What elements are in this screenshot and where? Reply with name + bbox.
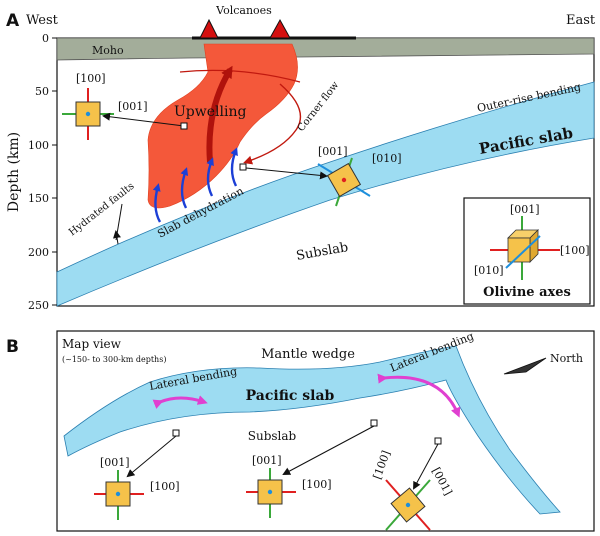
cube-slab-axis-b: [010] [372,152,402,165]
hydrated-fault-arrow [113,230,121,245]
pacific-slab-map [63,345,561,515]
cube-wedge-pointer [102,112,185,127]
dehydration-arrow-3 [206,157,214,197]
upwelling-arrow [206,65,233,163]
map-cube-3-pointer [413,443,439,490]
map-cube-2-axis-b: [100] [302,478,332,491]
panel-b: B Map view (~150- to 300-km depths) Mant… [6,329,595,532]
olivine-axes-legend: [001] [100] [010] Olivine axes [463,197,591,305]
depth-axis: 0 50 100 150 200 250 Depth (km) [6,32,57,312]
subslab-map-label: Subslab [248,429,297,443]
map-cube-2: [001] [100] [246,419,378,518]
cube-slab-pointer [245,167,328,180]
legend-title: Olivine axes [483,285,571,300]
map-cube-1-pointer [126,435,177,478]
legend-axis-top: [001] [510,203,540,216]
pacific-slab-map-label: Pacific slab [246,388,335,404]
dehydration-arrow-4 [230,147,238,187]
volcanoes-label: Volcanoes [215,4,272,17]
y-tick-250: 250 [28,299,49,312]
map-cube-1-axis-b: [100] [150,480,180,493]
map-view-label: Map view [62,337,122,351]
panel-b-frame [56,330,595,532]
cube-slab-axis-a: [001] [318,145,348,158]
west-label: West [26,13,59,28]
map-cube-1-axis-a: [001] [100,456,130,469]
north-label: North [550,352,583,365]
volcano-icon-left [199,18,219,39]
crust-layer [56,37,595,61]
corner-flow-arrow [243,83,302,165]
lateral-bending-right-arrow [377,373,461,418]
panel-b-letter: B [6,337,19,357]
olivine-cube-wedge: [100] [001] [62,72,188,140]
y-tick-150: 150 [28,192,49,205]
legend-axis-left: [010] [474,264,504,277]
cube-wedge-axis-a: [100] [76,72,106,85]
map-cube-2-axis-a: [001] [252,454,282,467]
east-label: East [566,13,596,28]
plume-top-line [179,69,301,83]
cube-wedge-axis-b: [001] [118,100,148,113]
map-cube-3: [100] [001] [371,437,455,531]
moho-label: Moho [92,44,124,57]
panel-a: A West East Moho Volcanoes Upwelling Cor… [6,4,596,312]
north-arrow: North [503,352,583,375]
lateral-bending-left-arrow [152,395,208,409]
volcano-icon-right [269,18,291,39]
north-arrow-icon [503,357,547,375]
map-cube-1: [001] [100] [94,429,180,520]
dehydration-arrow-2 [180,167,189,209]
legend-axis-right: [100] [560,244,590,257]
y-tick-100: 100 [28,139,49,152]
y-tick-50: 50 [35,85,49,98]
mantle-wedge-label: Mantle wedge [261,347,355,362]
dehydration-arrow-1 [152,183,162,223]
depth-axis-label: Depth (km) [6,132,22,212]
y-tick-200: 200 [28,246,49,259]
olivine-cube-slab: [001] [010] [239,145,402,207]
pacific-slab-body [56,81,595,307]
mantle-upwelling-region [147,43,298,209]
panel-a-letter: A [6,11,20,31]
map-cube-2-pointer [282,425,375,475]
upwelling-label: Upwelling [174,104,246,120]
y-tick-0: 0 [42,32,49,45]
depth-range-note: (~150- to 300-km depths) [62,355,166,364]
